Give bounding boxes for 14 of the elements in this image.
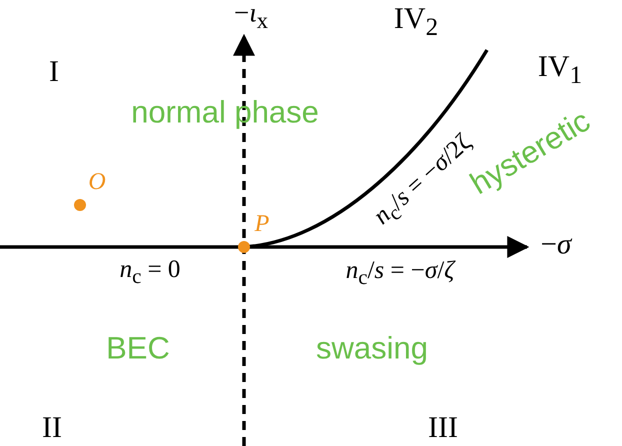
region-label: IV$_{2}$ [394, 4, 438, 40]
point-label: O [88, 170, 106, 194]
boundary-equation: n$_{c}$/s = −σ/ζ [346, 258, 454, 288]
phase-label: BEC [106, 332, 170, 364]
phase-label: swasing [316, 332, 428, 364]
region-label: III [428, 413, 458, 443]
point-label: P [254, 212, 270, 236]
phase-label: normal phase [131, 96, 319, 128]
region-label: IV$_{1}$ [538, 52, 582, 88]
axis-label: −ι$_{x}$ [234, 0, 268, 32]
region-label: II [42, 413, 62, 443]
region-label: I [49, 57, 59, 87]
boundary-equation: n$_{c}$ = 0 [120, 257, 180, 287]
axis-label: −σ [540, 230, 572, 260]
